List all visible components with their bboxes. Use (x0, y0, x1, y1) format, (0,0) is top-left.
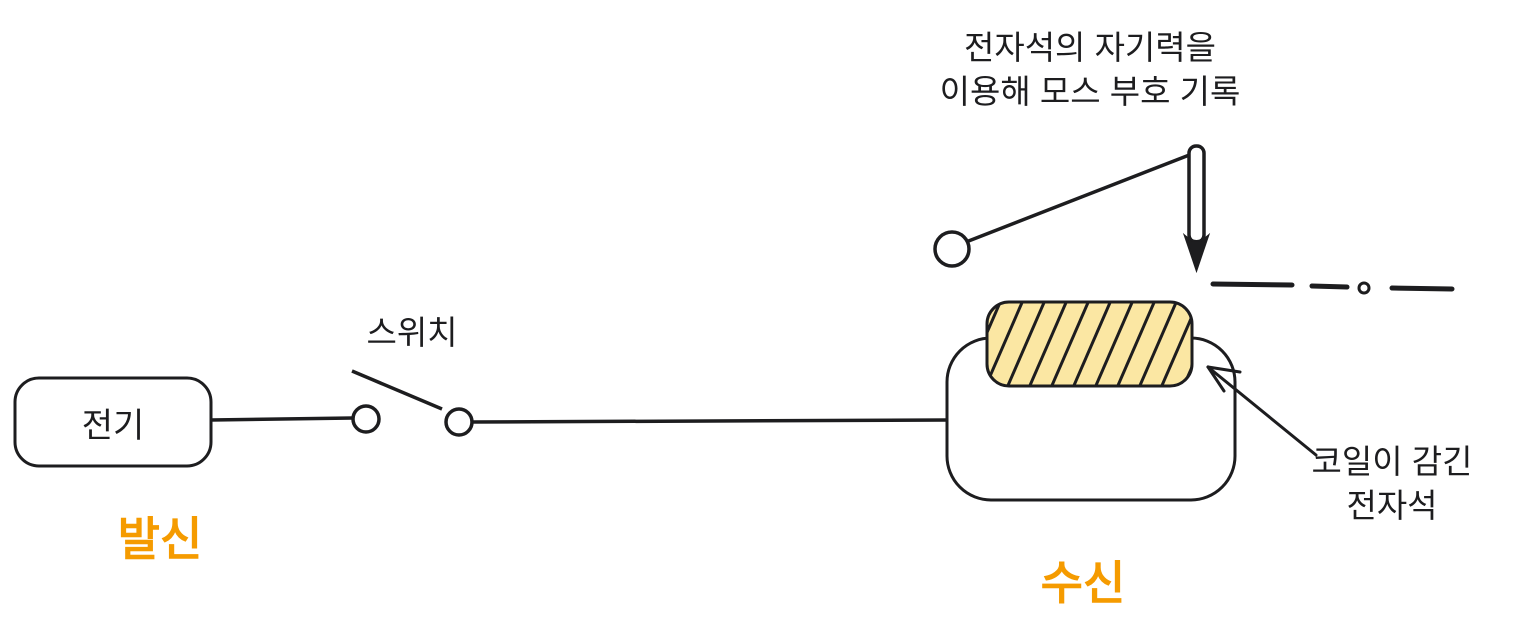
wire-left (210, 416, 354, 422)
morse-marks (1210, 281, 1455, 292)
switch-label: 스위치 (366, 314, 458, 351)
sender-label: 발신 (117, 513, 203, 565)
coil-windings (987, 302, 1192, 386)
armature-arm (965, 150, 1198, 244)
stylus-pen (1187, 144, 1206, 244)
coil-note-line1: 코일이 감긴 (1311, 443, 1473, 480)
battery-box (13, 376, 213, 468)
morse-dot (1357, 281, 1371, 295)
armature-pivot (933, 230, 971, 268)
coil-pointer-arrow-icon (1206, 365, 1318, 457)
wire-right (471, 418, 949, 424)
electromagnet-note-line1: 전자석의 자기력을 (963, 29, 1217, 66)
coil-note-line2: 전자석 (1346, 487, 1438, 524)
electromagnet-note-line2: 이용해 모스 부호 기록 (939, 73, 1241, 110)
switch-contact-left (351, 404, 381, 434)
receiver-label: 수신 (1040, 557, 1126, 609)
stylus-tip-arrow-icon (1182, 232, 1211, 274)
switch-contact-right (444, 407, 474, 437)
battery-label: 전기 (81, 406, 145, 445)
switch-lever (351, 369, 443, 411)
